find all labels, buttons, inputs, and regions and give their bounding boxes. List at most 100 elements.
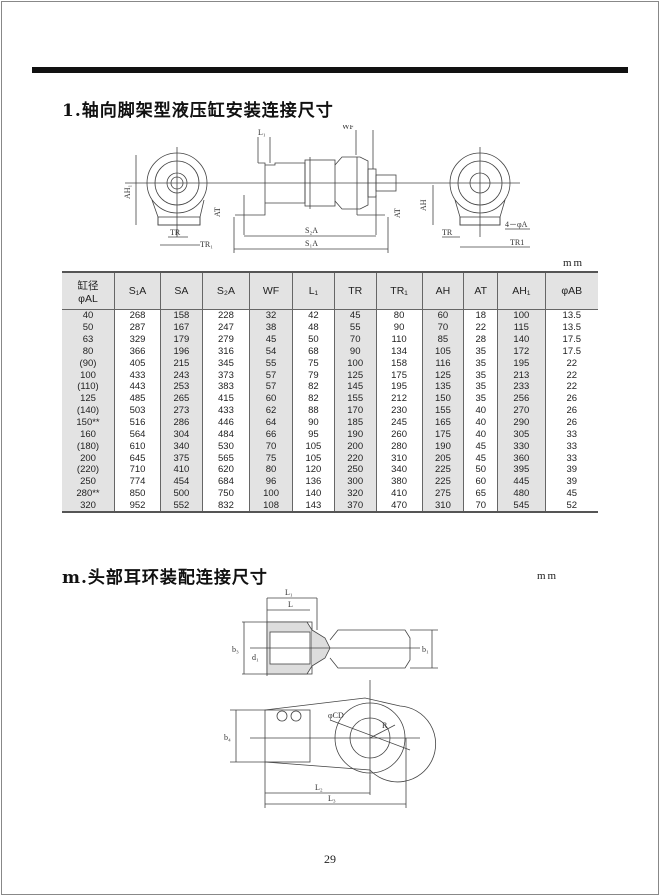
column-header: WF	[249, 272, 293, 310]
table-cell: 60	[463, 475, 498, 488]
table-cell: 433	[201, 404, 250, 417]
table-cell: (90)	[62, 357, 115, 370]
table-cell: 64	[249, 416, 293, 429]
table-cell: 300	[333, 475, 377, 488]
table-cell: 145	[333, 381, 377, 393]
label-L3: L₃	[328, 794, 336, 803]
table-cell: 33	[544, 440, 598, 453]
table-cell: 95	[292, 428, 335, 441]
table-cell: 26	[544, 392, 598, 405]
table-cell: 645	[114, 452, 161, 464]
table-cell: 100	[249, 487, 293, 500]
table-cell: 516	[114, 416, 161, 429]
table-cell: 470	[375, 499, 423, 513]
table-cell: 125	[62, 392, 115, 405]
table-cell: 290	[497, 416, 546, 429]
table-cell: 65	[463, 487, 498, 500]
label-TR-left: TR	[170, 228, 181, 237]
table-cell: 205	[421, 452, 464, 464]
column-header: TR₁	[375, 272, 423, 310]
table-cell: 136	[292, 475, 335, 488]
table-cell: 270	[497, 404, 546, 417]
table-cell: 143	[292, 499, 335, 513]
table-cell: 52	[544, 499, 598, 513]
table-cell: 230	[375, 404, 423, 417]
table-cell: 370	[333, 499, 377, 513]
table-cell: 190	[421, 440, 464, 453]
table-cell: 105	[421, 345, 464, 358]
table-cell: 45	[544, 487, 598, 500]
table-cell: 26	[544, 416, 598, 429]
table-cell: 360	[497, 452, 546, 464]
table-cell: 213	[497, 369, 546, 382]
label-L2: L₂	[315, 783, 323, 792]
table-cell: 45	[333, 309, 377, 322]
table-cell: 565	[201, 452, 250, 464]
table-cell: 165	[421, 416, 464, 429]
table-cell: 60	[249, 392, 293, 405]
table-cell: 125	[333, 369, 377, 382]
table-cell: 167	[160, 321, 203, 334]
table-cell: 172	[497, 345, 546, 358]
table-cell: 952	[114, 499, 161, 513]
table-cell: 620	[201, 463, 250, 476]
table-cell: 710	[114, 463, 161, 476]
table-cell: 48	[292, 321, 335, 334]
table-cell: 200	[62, 452, 115, 464]
table-cell: 268	[114, 309, 161, 322]
table-cell: 70	[463, 499, 498, 513]
table-cell: 750	[201, 487, 250, 500]
table-cell: 50	[292, 333, 335, 346]
label-b1: b₁	[422, 645, 429, 654]
table-cell: 774	[114, 475, 161, 488]
table-cell: 564	[114, 428, 161, 441]
table-cell: 316	[201, 345, 250, 358]
table-cell: 273	[160, 404, 203, 417]
table-cell: 26	[544, 404, 598, 417]
table-cell: 175	[375, 369, 423, 382]
section-title-rod-eye: m.头部耳环装配连接尺寸	[62, 568, 268, 588]
table-cell: 275	[421, 487, 464, 500]
table-cell: 70	[249, 440, 293, 453]
section-title-foot-mount: 1.轴向脚架型液压缸安装连接尺寸	[62, 101, 334, 121]
table-cell: 85	[421, 333, 464, 346]
table-cell: 233	[497, 381, 546, 393]
table-cell: 45	[463, 440, 498, 453]
table-cell: 155	[333, 392, 377, 405]
table-cell: 320	[62, 499, 115, 513]
table-cell: 22	[544, 369, 598, 382]
table-cell: 57	[249, 369, 293, 382]
table-cell: 150	[421, 392, 464, 405]
table-cell: 225	[421, 475, 464, 488]
table-cell: 35	[463, 345, 498, 358]
table-cell: 443	[114, 381, 161, 393]
table-cell: 200	[333, 440, 377, 453]
table-cell: 220	[333, 452, 377, 464]
table-cell: 100	[497, 309, 546, 322]
column-header: AT	[463, 272, 498, 310]
table-cell: 395	[497, 463, 546, 476]
table-cell: 70	[333, 333, 377, 346]
table-cell: 185	[333, 416, 377, 429]
table-cell: 310	[421, 499, 464, 513]
header-rule	[32, 67, 628, 73]
page-number: 29	[324, 852, 336, 866]
table-cell: 545	[497, 499, 546, 513]
table-cell: 105	[292, 452, 335, 464]
label-phiCD: φCD	[328, 711, 344, 720]
label-WF: WF	[342, 125, 355, 131]
table-cell: 22	[463, 321, 498, 334]
table-cell: 66	[249, 428, 293, 441]
